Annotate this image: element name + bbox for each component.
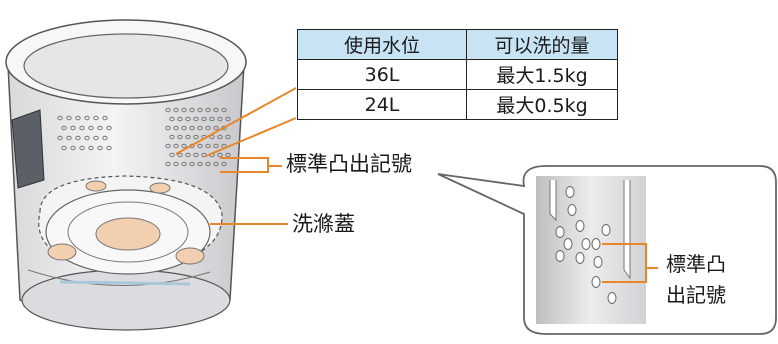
standard-mark-label: 標準凸出記號 [286, 152, 412, 176]
zoom-label-line1: 標準凸 [666, 252, 726, 276]
callout-24l [205, 117, 297, 157]
table-row: 36L 最大1.5kg [297, 59, 618, 90]
table-cell: 最大1.5kg [466, 59, 618, 90]
table-cell: 24L [297, 89, 467, 120]
table-cell: 最大0.5kg [466, 89, 618, 120]
callout-36l [175, 87, 297, 155]
zoom-bubble [437, 165, 777, 335]
lid-label: 洗滌蓋 [292, 212, 355, 236]
table-header-cell: 使用水位 [297, 29, 467, 60]
water-level-table: 使用水位 可以洗的量 36L 最大1.5kg 24L 最大0.5kg [297, 29, 618, 120]
table-header-cell: 可以洗的量 [466, 29, 618, 60]
table-row: 24L 最大0.5kg [297, 89, 618, 120]
table-header-row: 使用水位 可以洗的量 [297, 29, 618, 60]
pulsator [27, 175, 223, 286]
zoom-label-line2: 出記號 [666, 283, 726, 307]
callout-standard-mark [220, 157, 282, 173]
callout-lines [175, 87, 297, 225]
table-cell: 36L [297, 59, 467, 90]
